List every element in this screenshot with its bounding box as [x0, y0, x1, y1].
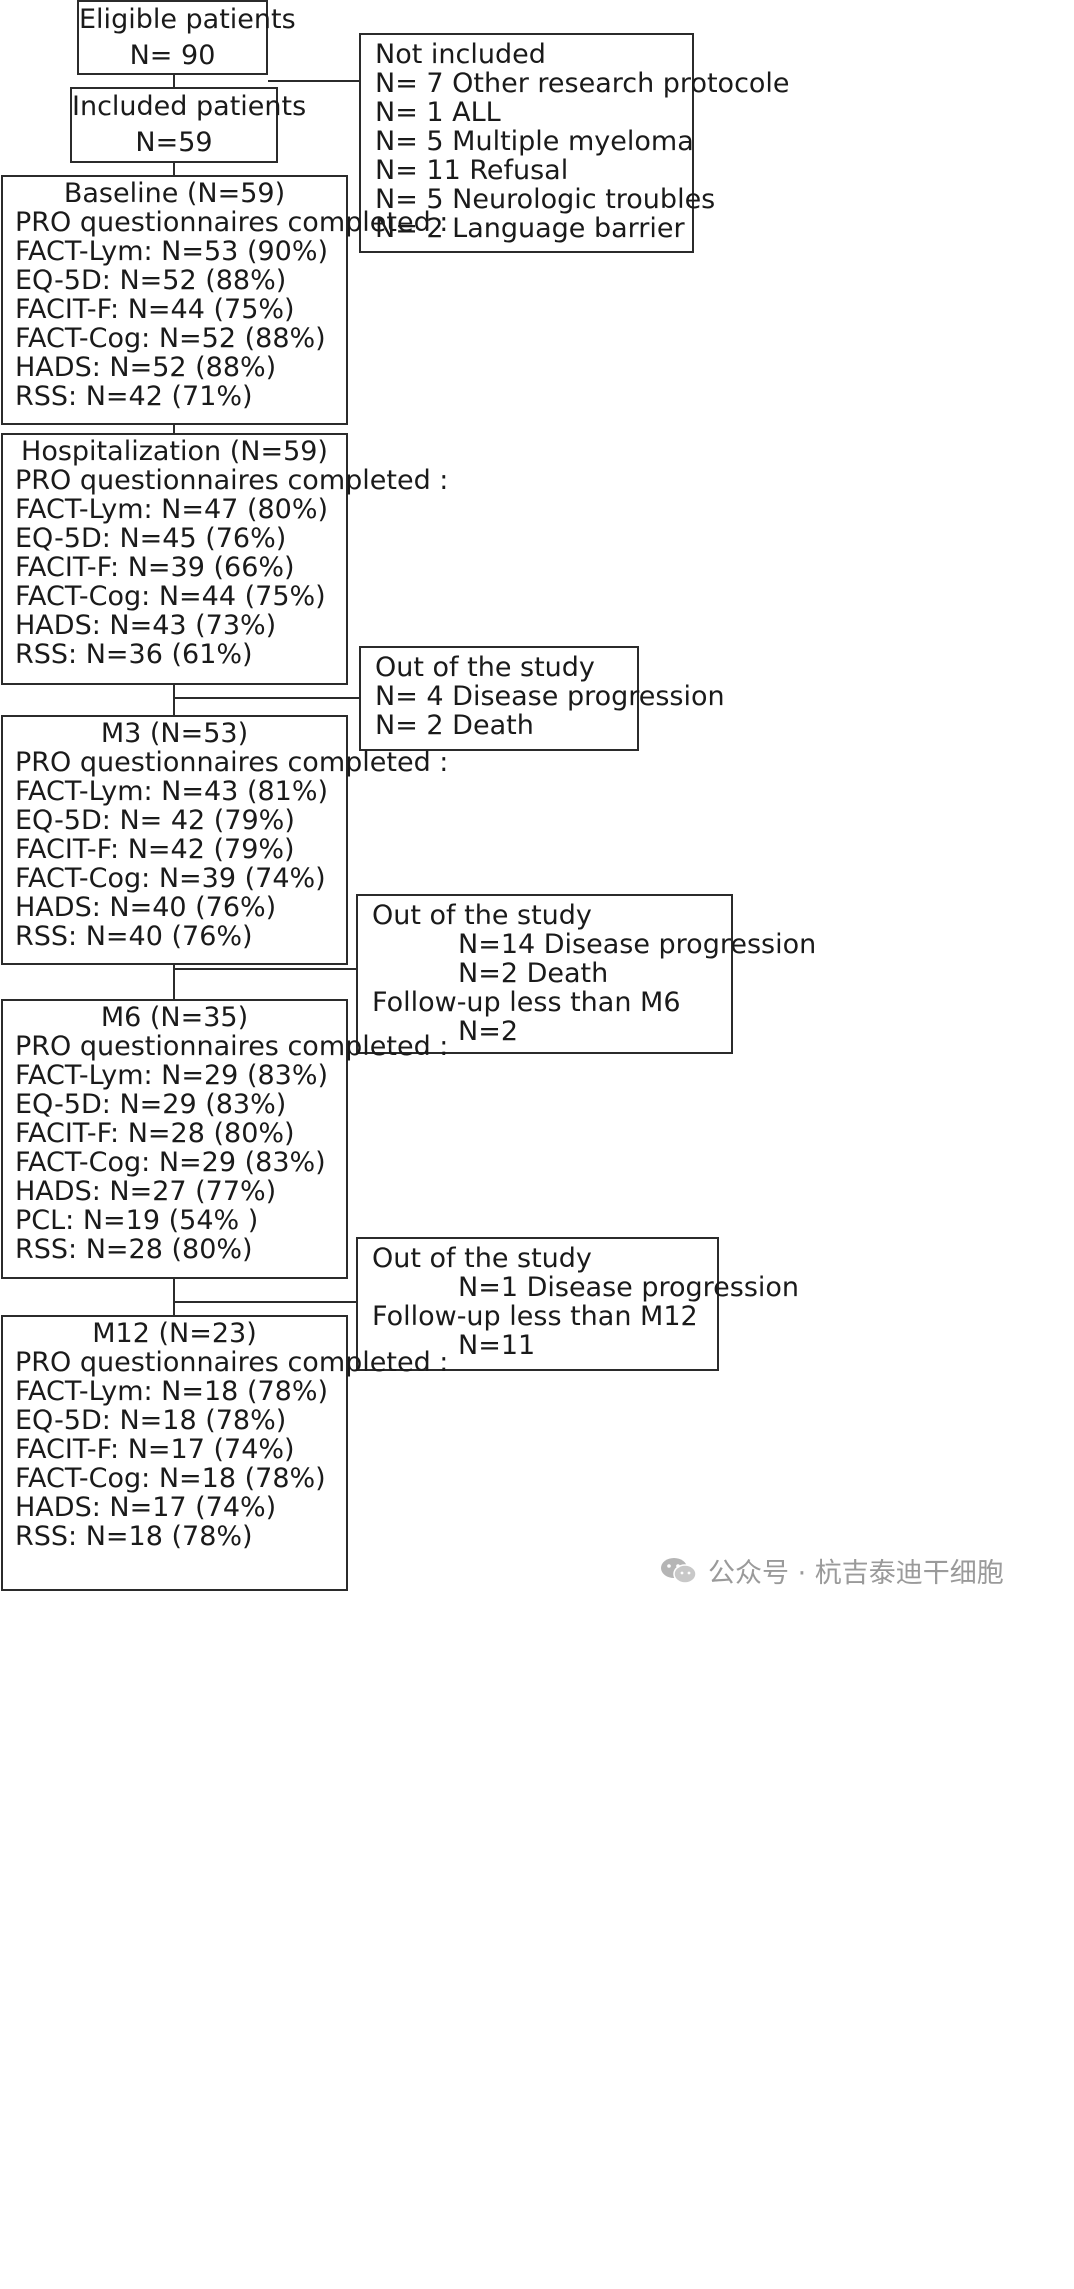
connector-m3-m6	[173, 964, 175, 1000]
hospitalization-subtitle: PRO questionnaires completed :	[15, 465, 449, 496]
m3-title: M3 (N=53)	[100, 718, 249, 749]
m6-title: M6 (N=35)	[100, 1002, 249, 1033]
out2-line-2: N=2 Death	[458, 958, 609, 989]
baseline-item: EQ-5D: N=52 (88%)	[15, 265, 287, 296]
included-count: N=59	[135, 127, 213, 158]
not-included-box: Not included N= 7 Other research protoco…	[359, 33, 790, 253]
hospitalization-item: EQ-5D: N=45 (76%)	[15, 523, 287, 554]
included-title: Included patients	[72, 91, 307, 122]
out1-item: N= 4 Disease progression	[375, 681, 725, 712]
hospitalization-item: HADS: N=43 (73%)	[15, 610, 277, 641]
m12-item: EQ-5D: N=18 (78%)	[15, 1405, 287, 1436]
connector-not-included	[268, 80, 360, 82]
m12-item: RSS: N=18 (78%)	[15, 1521, 253, 1552]
m6-subtitle: PRO questionnaires completed :	[15, 1031, 449, 1062]
hospitalization-item: FACIT-F: N=39 (66%)	[15, 552, 295, 583]
m12-item: HADS: N=17 (74%)	[15, 1492, 277, 1523]
m12-box: M12 (N=23) PRO questionnaires completed …	[1, 1315, 449, 1591]
hospitalization-item: RSS: N=36 (61%)	[15, 639, 253, 670]
not-included-title: Not included	[375, 39, 546, 70]
connector-out3	[173, 1301, 360, 1303]
m12-title: M12 (N=23)	[92, 1318, 257, 1349]
m3-item: HADS: N=40 (76%)	[15, 892, 277, 923]
connector-included-baseline	[173, 162, 175, 176]
m6-item: HADS: N=27 (77%)	[15, 1176, 277, 1207]
not-included-item: N= 5 Neurologic troubles	[375, 184, 716, 215]
out3-line-2: Follow-up less than M12	[372, 1301, 698, 1332]
connector-baseline-hospitalization	[173, 424, 175, 434]
out2-line-1: N=14 Disease progression	[458, 929, 817, 960]
m6-item: FACT-Cog: N=29 (83%)	[15, 1147, 326, 1178]
m12-item: FACIT-F: N=17 (74%)	[15, 1434, 295, 1465]
baseline-item: FACT-Cog: N=52 (88%)	[15, 323, 326, 354]
baseline-item: FACIT-F: N=44 (75%)	[15, 294, 295, 325]
not-included-item: N= 5 Multiple myeloma	[375, 126, 694, 157]
out-of-study-box-1: Out of the study N= 4 Disease progressio…	[359, 646, 725, 751]
out3-line-3: N=11	[458, 1330, 536, 1361]
baseline-box: Baseline (N=59) PRO questionnaires compl…	[1, 175, 449, 425]
hospitalization-item: FACT-Lym: N=47 (80%)	[15, 494, 329, 525]
out2-line-4: N=2	[458, 1016, 518, 1047]
baseline-item: RSS: N=42 (71%)	[15, 381, 253, 412]
out-of-study-box-3: Out of the study N=1 Disease progression…	[356, 1237, 800, 1371]
m6-item: PCL: N=19 (54% )	[15, 1205, 259, 1236]
out2-title: Out of the study	[372, 900, 592, 931]
watermark-text: 公众号 · 杭吉泰迪干细胞	[708, 1558, 1004, 1589]
connector-m6-m12	[173, 1278, 175, 1316]
included-patients-box: Included patients N=59	[70, 87, 307, 163]
out1-item: N= 2 Death	[375, 710, 534, 741]
connector-out2	[173, 968, 360, 970]
hospitalization-item: FACT-Cog: N=44 (75%)	[15, 581, 326, 612]
m12-item: FACT-Lym: N=18 (78%)	[15, 1376, 329, 1407]
m6-item: FACT-Lym: N=29 (83%)	[15, 1060, 329, 1091]
out2-line-3: Follow-up less than M6	[372, 987, 681, 1018]
m3-item: FACT-Cog: N=39 (74%)	[15, 863, 326, 894]
connector-out1	[173, 697, 360, 699]
hospitalization-title: Hospitalization (N=59)	[21, 436, 328, 467]
connector-hospitalization-m3	[173, 684, 175, 716]
out-of-study-box-2: Out of the study N=14 Disease progressio…	[356, 894, 817, 1054]
out3-title: Out of the study	[372, 1243, 592, 1274]
not-included-item: N= 2 Language barrier	[375, 213, 685, 244]
eligible-title: Eligible patients	[79, 4, 296, 35]
m6-item: RSS: N=28 (80%)	[15, 1234, 253, 1265]
m3-item: FACIT-F: N=42 (79%)	[15, 834, 295, 865]
watermark: 公众号 · 杭吉泰迪干细胞	[660, 1551, 1004, 1590]
eligible-count: N= 90	[129, 40, 216, 71]
wechat-icon	[661, 1557, 697, 1584]
out3-line-1: N=1 Disease progression	[458, 1272, 800, 1303]
m3-item: FACT-Lym: N=43 (81%)	[15, 776, 329, 807]
m6-item: EQ-5D: N=29 (83%)	[15, 1089, 287, 1120]
m3-subtitle: PRO questionnaires completed :	[15, 747, 449, 778]
m12-item: FACT-Cog: N=18 (78%)	[15, 1463, 326, 1494]
baseline-title: Baseline (N=59)	[63, 178, 286, 209]
out1-title: Out of the study	[375, 652, 595, 683]
m3-item: EQ-5D: N= 42 (79%)	[15, 805, 295, 836]
m3-item: RSS: N=40 (76%)	[15, 921, 253, 952]
hospitalization-box: Hospitalization (N=59) PRO questionnaire…	[1, 433, 449, 685]
not-included-item: N= 1 ALL	[375, 97, 501, 128]
not-included-item: N= 11 Refusal	[375, 155, 569, 186]
m6-box: M6 (N=35) PRO questionnaires completed :…	[1, 999, 449, 1279]
m12-subtitle: PRO questionnaires completed :	[15, 1347, 449, 1378]
baseline-item: HADS: N=52 (88%)	[15, 352, 277, 383]
eligible-patients-box: Eligible patients N= 90	[77, 0, 296, 75]
connector-eligible-included	[173, 74, 175, 88]
baseline-subtitle: PRO questionnaires completed :	[15, 207, 449, 238]
m3-box: M3 (N=53) PRO questionnaires completed :…	[1, 715, 449, 965]
not-included-item: N= 7 Other research protocole	[375, 68, 790, 99]
baseline-item: FACT-Lym: N=53 (90%)	[15, 236, 329, 267]
m6-item: FACIT-F: N=28 (80%)	[15, 1118, 295, 1149]
